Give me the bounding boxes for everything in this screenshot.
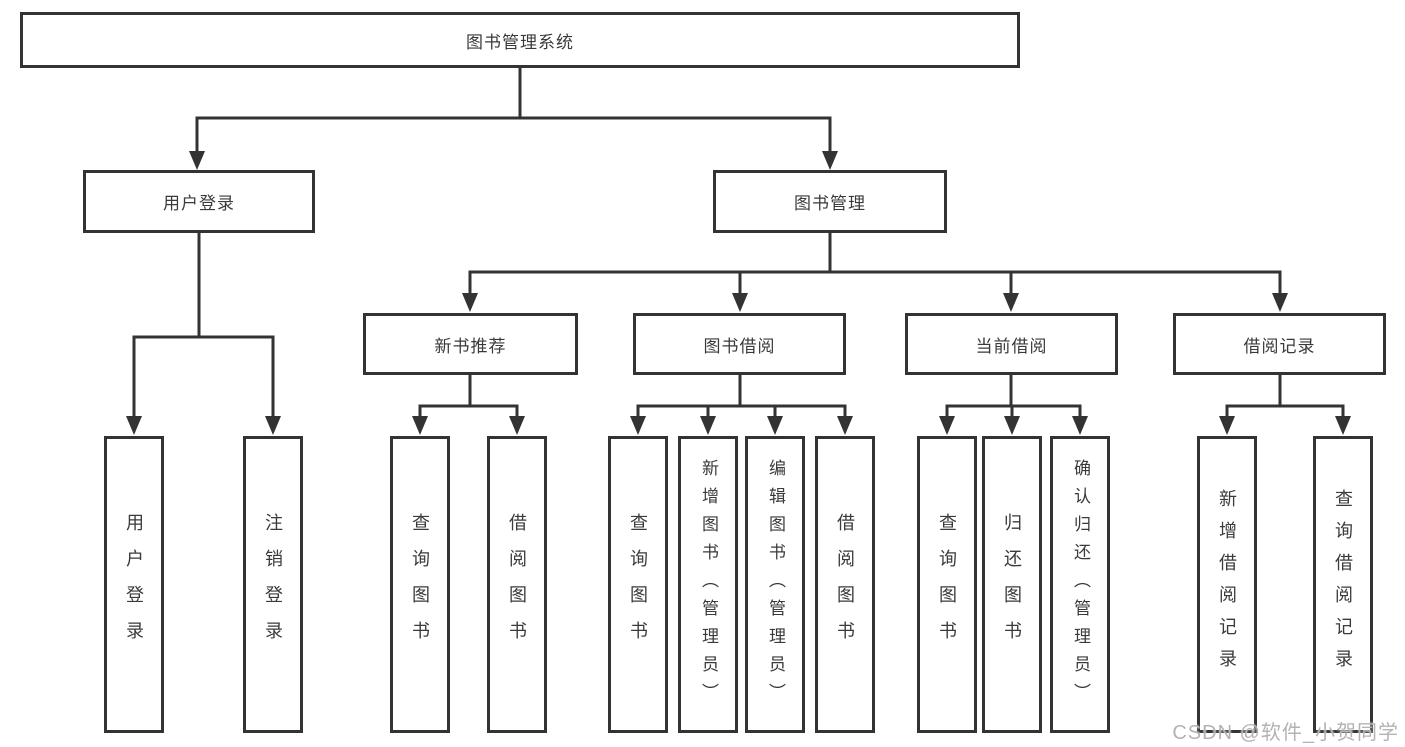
connector-book-mgmt — [468, 231, 1282, 296]
leaf-query-books-current: 查询图书 — [917, 436, 977, 733]
arrowhead — [265, 416, 281, 435]
arrowhead — [126, 416, 142, 435]
leaf-user-login: 用户登录 — [104, 436, 164, 733]
arrowhead — [767, 416, 783, 435]
arrowhead — [1072, 416, 1088, 435]
arrowhead — [462, 293, 478, 312]
leaf-edit-book-admin: 编辑图书（管理员） — [745, 436, 805, 733]
node-current-borrow: 当前借阅 — [905, 313, 1118, 375]
leaf-confirm-return-admin: 确认归还（管理员） — [1050, 436, 1110, 733]
arrowhead — [1004, 416, 1020, 435]
node-user-login: 用户登录 — [83, 170, 315, 233]
arrowhead — [732, 293, 748, 312]
leaf-add-book-admin: 新增图书（管理员） — [678, 436, 738, 733]
leaf-return-book: 归还图书 — [982, 436, 1042, 733]
arrowhead — [700, 416, 716, 435]
node-borrow-records: 借阅记录 — [1173, 313, 1386, 375]
connector-borrow-records — [1225, 373, 1345, 421]
connector-new-books — [418, 373, 519, 421]
arrowhead — [822, 151, 838, 170]
leaf-logout: 注销登录 — [243, 436, 303, 733]
leaf-borrow-books-borrow: 借阅图书 — [815, 436, 875, 733]
arrowhead — [412, 416, 428, 435]
leaf-query-books-borrow: 查询图书 — [608, 436, 668, 733]
node-book-borrow: 图书借阅 — [633, 313, 846, 375]
arrowhead — [189, 151, 205, 170]
connector-root — [195, 66, 832, 154]
arrowhead — [1003, 293, 1019, 312]
arrowhead — [1219, 416, 1235, 435]
node-new-books: 新书推荐 — [363, 313, 578, 375]
leaf-query-borrow-record: 查询借阅记录 — [1313, 436, 1373, 733]
leaf-add-borrow-record: 新增借阅记录 — [1197, 436, 1257, 733]
arrowhead — [630, 416, 646, 435]
connector-book-borrow — [636, 373, 847, 421]
node-book-mgmt: 图书管理 — [713, 170, 947, 233]
arrowhead — [509, 416, 525, 435]
csdn-watermark: CSDN @软件_小贺同学 — [1172, 722, 1399, 744]
arrowhead — [939, 416, 955, 435]
leaf-borrow-books-new: 借阅图书 — [487, 436, 547, 733]
node-root: 图书管理系统 — [20, 12, 1020, 68]
connector-user-login — [132, 231, 275, 419]
arrowhead — [1335, 416, 1351, 435]
connector-current-borrow — [945, 373, 1082, 421]
arrowhead — [1272, 293, 1288, 312]
leaf-query-books-new: 查询图书 — [390, 436, 450, 733]
arrowhead — [837, 416, 853, 435]
